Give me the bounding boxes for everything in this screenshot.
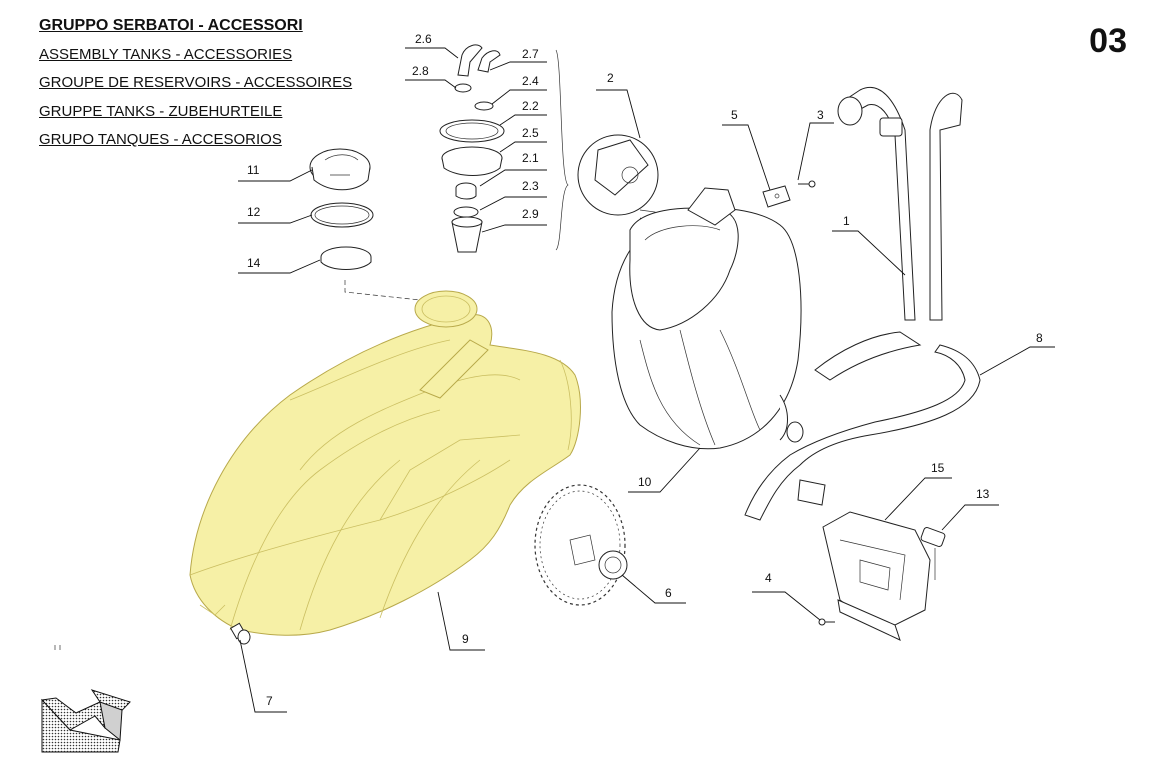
callout-2: 2 — [607, 71, 614, 85]
part-2-1-nipple[interactable] — [455, 182, 477, 200]
part-2-9-funnel[interactable] — [451, 216, 483, 253]
part-12-o-ring[interactable] — [310, 202, 374, 228]
part-4-screw[interactable] — [818, 618, 835, 626]
callout-10: 10 — [638, 475, 652, 489]
part-2-7-elbow[interactable] — [477, 50, 501, 73]
callout-3: 3 — [817, 108, 824, 122]
callout-15: 15 — [931, 461, 945, 475]
part-5-bracket[interactable] — [762, 185, 791, 208]
part-1-hose[interactable] — [837, 87, 963, 321]
callout-2-1: 2.1 — [522, 151, 539, 165]
title-french: GROUPE DE RESERVOIRS - ACCESSOIRES — [39, 74, 353, 91]
callout-2-6: 2.6 — [415, 32, 432, 46]
callout-2-7: 2.7 — [522, 47, 539, 61]
callout-5: 5 — [731, 108, 738, 122]
callout-2-5: 2.5 — [522, 126, 539, 140]
callout-2-9: 2.9 — [522, 207, 539, 221]
part-7-drain-fitting[interactable] — [229, 622, 251, 645]
marks — [54, 645, 61, 650]
part-9-tank-cover[interactable] — [189, 290, 581, 636]
part-3-screw[interactable] — [798, 180, 816, 188]
direction-arrow-icon — [40, 689, 131, 753]
callout-9: 9 — [462, 632, 469, 646]
part-6-brush-pad[interactable] — [534, 484, 628, 606]
callout-2-8: 2.8 — [412, 64, 429, 78]
callout-13: 13 — [976, 487, 990, 501]
callout-12: 12 — [247, 205, 261, 219]
callouts: 2.6 2.7 2.8 2.4 2.2 2.5 2.1 2.3 2.9 2 5 … — [238, 32, 1055, 713]
callout-11: 11 — [247, 163, 260, 177]
callout-2-3: 2.3 — [522, 179, 539, 193]
part-2-cap-assembly[interactable] — [577, 134, 659, 223]
callout-14: 14 — [247, 256, 261, 270]
callout-2-4: 2.4 — [522, 74, 539, 88]
page-number: 03 — [1089, 22, 1127, 60]
callout-2-2: 2.2 — [522, 99, 539, 113]
part-2-6-elbow[interactable] — [457, 44, 483, 77]
part-2-5-lid[interactable] — [441, 146, 503, 176]
part-15-pump-housing[interactable] — [822, 511, 931, 641]
part-10-recovery-tank[interactable] — [611, 187, 802, 450]
callout-8: 8 — [1036, 331, 1043, 345]
part-13-connector[interactable] — [920, 527, 946, 580]
title-german: GRUPPE TANKS - ZUBEHURTEILE — [39, 102, 283, 120]
title-main: GRUPPO SERBATOI - ACCESSORI — [39, 17, 303, 34]
callout-4: 4 — [765, 571, 772, 585]
part-14-filter-disc[interactable] — [320, 246, 372, 270]
part-11-cap[interactable] — [309, 148, 371, 191]
title-english: ASSEMBLY TANKS - ACCESSORIES — [39, 45, 293, 63]
callout-1: 1 — [843, 214, 850, 228]
part-2-3-ring[interactable] — [453, 206, 479, 218]
callout-7: 7 — [266, 694, 273, 708]
part-2-4-ring[interactable] — [474, 101, 494, 111]
callout-6: 6 — [665, 586, 672, 600]
part-8-frame[interactable] — [744, 331, 981, 521]
part-2-2-gasket[interactable] — [439, 119, 505, 143]
part-2-8-ring[interactable] — [454, 83, 472, 93]
title-block: GRUPPO SERBATOI - ACCESSORI ASSEMBLY TAN… — [39, 12, 352, 155]
title-spanish: GRUPO TANQUES - ACCESORIOS — [39, 131, 282, 148]
